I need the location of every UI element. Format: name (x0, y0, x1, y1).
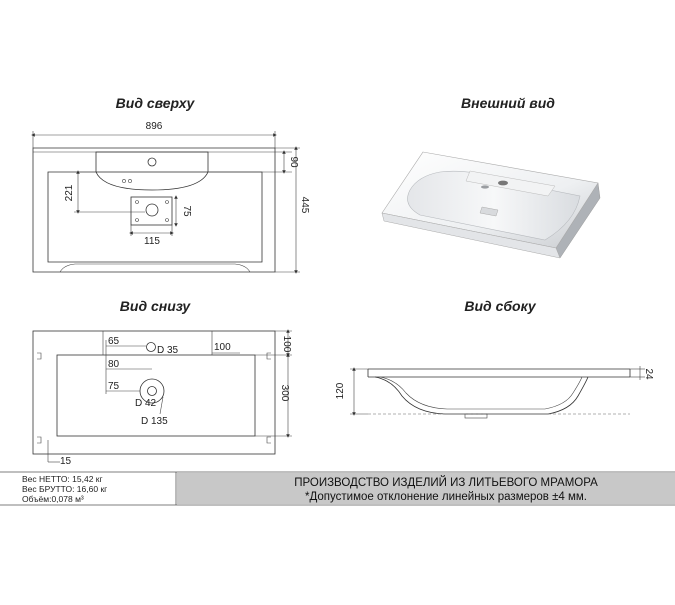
ledge-depth-dim: 90 (288, 156, 299, 168)
faucet-hole (147, 157, 157, 167)
bottom-view-title: Вид снизу (120, 298, 192, 314)
production-banner (177, 473, 675, 504)
bottom-outline (32, 330, 276, 455)
basin-bowl (47, 171, 263, 263)
top-view-title: Вид сверху (116, 95, 196, 111)
drain-inner (147, 386, 157, 396)
gross-weight: Вес БРУТТО: 16,60 кг (22, 484, 107, 494)
plate-width-dim: 115 (144, 236, 160, 247)
drain-hole (145, 203, 159, 217)
top-width-dim: 896 (146, 121, 163, 132)
volume: Объём:0,078 м³ (22, 494, 84, 504)
dim-80: 80 (108, 359, 120, 370)
dim-75: 75 (108, 381, 120, 392)
bottom-view: D 35 D 42 D 135 65 80 75 100 100 300 15 (32, 329, 292, 467)
production-text: ПРОИЗВОДСТВО ИЗДЕЛИЙ ИЗ ЛИТЬЕВОГО МРАМОР… (294, 476, 598, 489)
faucet-drain-dim: 221 (64, 184, 75, 201)
drain-flange-diameter: D 135 (141, 416, 168, 427)
side-height-dim: 120 (335, 382, 346, 399)
bottom-bowl (56, 354, 256, 437)
faucet-ledge (95, 151, 209, 173)
faucet-hole-bottom (146, 342, 156, 352)
side-view-title: Вид сбоку (464, 298, 536, 314)
dim-65: 65 (108, 336, 120, 347)
faucet-hole-image (498, 180, 508, 186)
side-view: 120 24 (335, 366, 654, 419)
dim-300: 300 (279, 385, 290, 402)
dim-15: 15 (60, 456, 72, 467)
side-rim-dim: 24 (643, 368, 654, 380)
faucet-diameter: D 35 (157, 345, 179, 356)
drain-image (479, 206, 499, 217)
tolerance-text: *Допустимое отклонение линейных размеров… (305, 491, 587, 503)
footer: Вес НЕТТО: 15,42 кг Вес БРУТТО: 16,60 кг… (0, 471, 675, 506)
net-weight: Вес НЕТТО: 15,42 кг (22, 474, 103, 484)
top-view: 896 221 75 115 (31, 121, 310, 274)
exterior-view-title: Внешний вид (461, 95, 555, 111)
dim-100-vertical: 100 (281, 336, 292, 353)
drain-plate (130, 196, 173, 226)
top-outline (32, 147, 276, 273)
side-profile (374, 376, 589, 415)
dim-100-horizontal: 100 (214, 342, 231, 353)
drain-diameter: D 42 (135, 398, 157, 409)
plate-height-dim: 75 (181, 205, 192, 217)
exterior-view (381, 151, 601, 259)
total-depth-dim: 445 (299, 197, 310, 214)
